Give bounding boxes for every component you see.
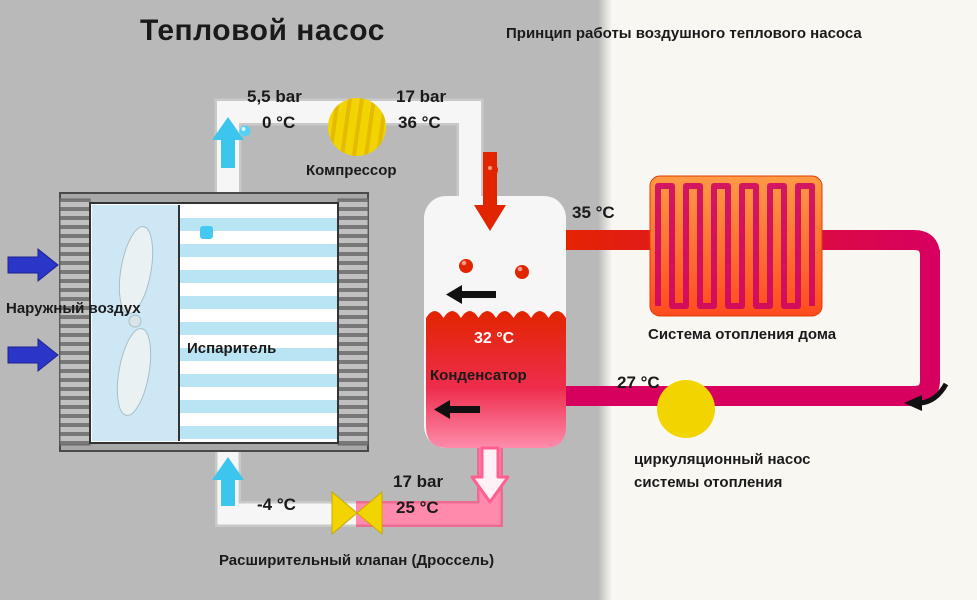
evaporator-coil-stripes: [179, 205, 337, 441]
valve-in-temp-label: 25 °C: [396, 498, 439, 517]
evaporator-label: Испаритель: [187, 340, 277, 357]
fan-icon: [116, 226, 154, 416]
compressor-icon: [328, 98, 386, 156]
flow-left-arrow-icons: [434, 285, 496, 419]
condenser-vessel: [424, 196, 566, 448]
circulation-pump-icon: [657, 380, 715, 438]
heating-system-label: Система отопления дома: [648, 326, 837, 343]
cold-flow-up-arrow-icons: [212, 117, 244, 506]
evaporator-unit: [59, 192, 369, 452]
discharge-pressure-label: 17 bar: [396, 87, 447, 106]
outside-air-label: Наружный воздух: [6, 300, 141, 317]
condenser-label: Конденсатор: [430, 367, 527, 384]
discharge-temp-label: 36 °C: [398, 113, 441, 132]
background-divider: [598, 0, 612, 600]
expansion-valve-icon: [331, 490, 383, 536]
liquid-down-arrow-icon: [470, 446, 510, 504]
suction-temp-label: 0 °C: [262, 113, 296, 132]
outside-air-arrow-icons: [7, 247, 59, 373]
diagram-subtitle: Принцип работы воздушного теплового насо…: [506, 25, 862, 42]
heating-supply-temp-label: 35 °C: [572, 203, 615, 222]
hot-return-pipe: [556, 250, 940, 406]
circulation-pump-label-line1: циркуляционный насос: [634, 451, 811, 468]
heating-return-temp-label: 27 °C: [617, 373, 660, 392]
suction-pressure-label: 5,5 bar: [247, 87, 302, 106]
page-title: Тепловой насос: [140, 14, 385, 47]
fins-right-icon: [337, 198, 369, 446]
evaporator-in-temp-label: -4 °C: [257, 495, 296, 514]
condenser-temp-label: 32 °C: [474, 330, 515, 347]
expansion-valve-label: Расширительный клапан (Дроссель): [219, 552, 495, 569]
refrigerant-bubble-icon: [200, 226, 213, 239]
return-flow-arrow-icon: [904, 382, 949, 411]
refrigerant-droplet-icons: [239, 125, 529, 279]
valve-in-pressure-label: 17 bar: [393, 472, 444, 491]
compressor-label: Компрессор: [306, 162, 397, 179]
circulation-pump-label-line2: системы отопления: [634, 474, 783, 491]
hot-gas-down-arrow-icon: [474, 152, 506, 231]
fins-left-icon: [59, 198, 91, 446]
heating-coil: [649, 175, 823, 317]
